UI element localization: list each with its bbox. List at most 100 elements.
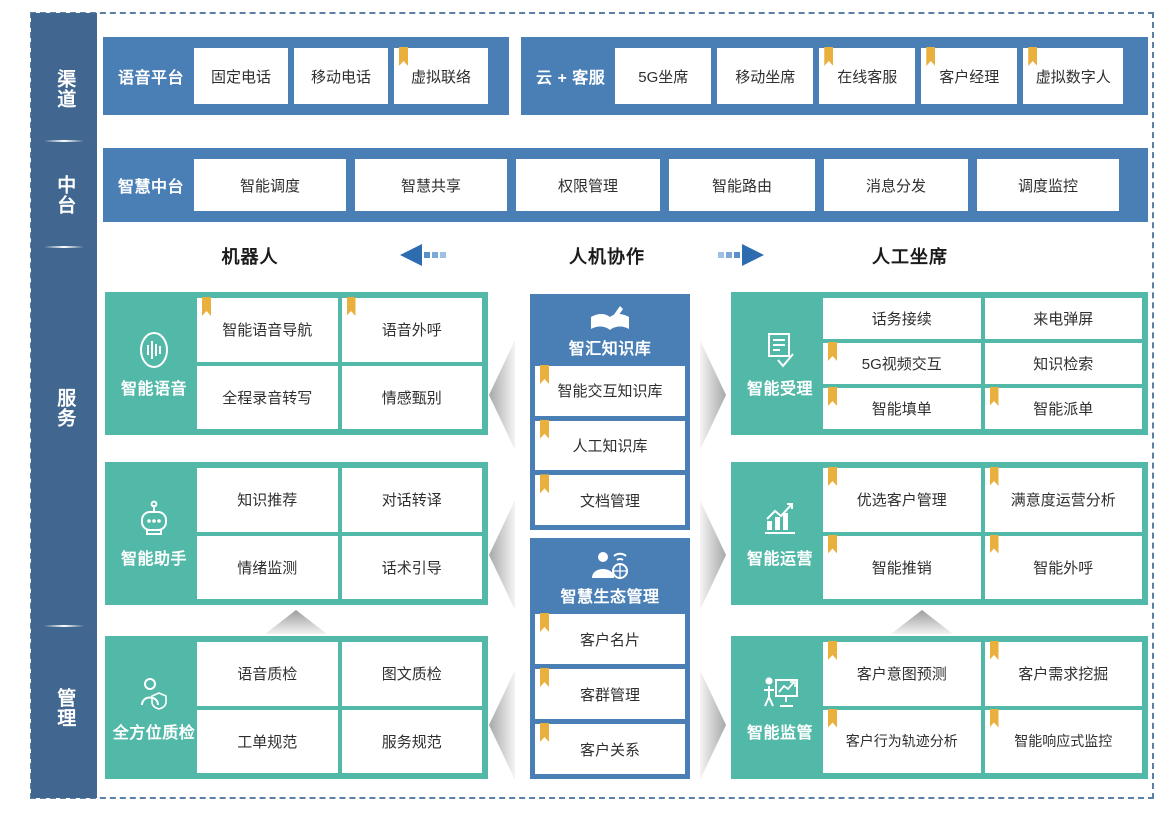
channel-group-title-voice: 语音平台 <box>118 70 185 87</box>
card-smart-voice-label: 智能语音 <box>120 380 187 398</box>
chip-label: 移动电话 <box>311 68 372 86</box>
chip-label: 图文质检 <box>381 666 442 684</box>
item-script-guidance[interactable]: 话术引导 <box>341 535 482 599</box>
item-knowledge-recommendation[interactable]: 知识推荐 <box>197 468 338 532</box>
item-voice-outbound[interactable]: 语音外呼 <box>341 298 482 362</box>
card-full-quality-label: 全方位质检 <box>112 724 196 742</box>
stack-knowledge-base-items: 智能交互知识库 人工知识库 文档管理 <box>535 366 685 526</box>
item-customer-intent-prediction[interactable]: 客户意图预测 <box>823 642 981 706</box>
channel-chip-mobile-seat[interactable]: 移动坐席 <box>717 48 814 104</box>
right-column-up-arrow-icon <box>891 610 953 634</box>
card-smart-assistant-items: 知识推荐 对话转译 情绪监测 话术引导 <box>197 468 482 599</box>
item-text-image-quality-check[interactable]: 图文质检 <box>341 642 482 706</box>
item-smart-marketing[interactable]: 智能推销 <box>823 535 981 599</box>
item-smart-responsive-monitoring[interactable]: 智能响应式监控 <box>984 709 1142 773</box>
chip-label: 智能语音导航 <box>222 322 313 340</box>
item-smart-ticket-dispatch[interactable]: 智能派单 <box>984 388 1142 429</box>
item-smart-form-filling[interactable]: 智能填单 <box>823 388 981 429</box>
channel-chip-account-manager[interactable]: 客户经理 <box>921 48 1018 104</box>
chip-label: 情感甄别 <box>381 389 442 407</box>
chip-label: 客户关系 <box>579 741 640 759</box>
chip-label: 客户意图预测 <box>856 666 947 684</box>
left-column-up-arrow-icon <box>265 610 327 634</box>
item-customer-demand-mining[interactable]: 客户需求挖掘 <box>984 642 1142 706</box>
chip-label: 调度监控 <box>1018 177 1079 195</box>
card-smart-supervision: 智能监管 客户意图预测 客户需求挖掘 客户行为轨迹分析 智能响应式监控 <box>731 636 1148 779</box>
item-manual-knowledge-base[interactable]: 人工知识库 <box>535 420 685 471</box>
item-customer-behavior-trace-analysis[interactable]: 客户行为轨迹分析 <box>823 709 981 773</box>
chip-label: 智能调度 <box>240 177 301 195</box>
rail-divider-2 <box>44 246 84 248</box>
channel-chip-mobile-phone[interactable]: 移动电话 <box>294 48 389 104</box>
item-knowledge-search[interactable]: 知识检索 <box>984 343 1142 384</box>
left-arrow-icon <box>400 244 452 266</box>
chip-label: 人工知识库 <box>572 438 648 455</box>
platform-chip-permission-mgmt[interactable]: 权限管理 <box>516 159 661 211</box>
chip-label: 智能响应式监控 <box>1014 733 1113 750</box>
item-service-standard[interactable]: 服务规范 <box>341 709 482 773</box>
chevron-left-middle-icon <box>489 500 515 610</box>
item-customer-relationship[interactable]: 客户关系 <box>535 724 685 774</box>
document-check-icon <box>761 329 799 371</box>
item-emotion-detection[interactable]: 情感甄别 <box>341 365 482 429</box>
card-smart-operation: 智能运营 优选客户管理 满意度运营分析 智能推销 智能外呼 <box>731 462 1148 605</box>
item-smart-outbound-call[interactable]: 智能外呼 <box>984 535 1142 599</box>
chip-label: 话术引导 <box>381 559 442 577</box>
item-emotion-monitoring[interactable]: 情绪监测 <box>197 535 338 599</box>
chip-label: 智能路由 <box>712 177 773 195</box>
card-smart-acceptance: 智能受理 话务接续 来电弹屏 5G视频交互 知识检索 智能填单 智能派单 <box>731 292 1148 435</box>
chip-label: 知识检索 <box>1033 356 1094 373</box>
channel-chip-online-service[interactable]: 在线客服 <box>819 48 916 104</box>
item-customer-card[interactable]: 客户名片 <box>535 614 685 664</box>
platform-chip-smart-share[interactable]: 智慧共享 <box>355 159 508 211</box>
card-full-quality-inspection: 全方位质检 语音质检 图文质检 工单规范 服务规范 <box>105 636 488 779</box>
item-voice-quality-check[interactable]: 语音质检 <box>197 642 338 706</box>
chip-label: 满意度运营分析 <box>1010 492 1116 510</box>
item-ticket-standard[interactable]: 工单规范 <box>197 709 338 773</box>
chip-label: 话务接续 <box>871 311 932 328</box>
platform-chip-smart-routing[interactable]: 智能路由 <box>669 159 816 211</box>
rail-label-channel: 渠道 <box>54 69 76 109</box>
person-network-icon <box>586 548 634 582</box>
chip-label: 权限管理 <box>558 177 619 195</box>
chip-label: 全程录音转写 <box>222 389 313 407</box>
chip-label: 客户行为轨迹分析 <box>845 733 958 750</box>
channel-chip-virtual-human[interactable]: 虚拟数字人 <box>1023 48 1124 104</box>
chip-label: 客户经理 <box>939 68 1000 86</box>
card-smart-supervision-label: 智能监管 <box>746 724 813 742</box>
card-smart-assistant-label: 智能助手 <box>120 550 187 568</box>
platform-chip-message-dispatch[interactable]: 消息分发 <box>824 159 969 211</box>
item-call-connection[interactable]: 话务接续 <box>823 298 981 339</box>
chip-label: 固定电话 <box>211 68 272 86</box>
presenter-board-icon <box>759 673 801 715</box>
platform-row-title: 智慧中台 <box>118 179 185 196</box>
chip-label: 语音质检 <box>237 666 298 684</box>
chip-label: 语音外呼 <box>381 322 442 340</box>
item-smart-voice-navigation[interactable]: 智能语音导航 <box>197 298 338 362</box>
item-customer-group-management[interactable]: 客群管理 <box>535 669 685 719</box>
column-header-human-agent-label: 人工坐席 <box>872 247 948 267</box>
item-satisfaction-operation-analysis[interactable]: 满意度运营分析 <box>984 468 1142 532</box>
card-smart-supervision-items: 客户意图预测 客户需求挖掘 客户行为轨迹分析 智能响应式监控 <box>823 642 1142 773</box>
channel-chip-5g-seat[interactable]: 5G坐席 <box>615 48 712 104</box>
chip-label: 智慧共享 <box>401 177 462 195</box>
item-5g-video-interaction[interactable]: 5G视频交互 <box>823 343 981 384</box>
platform-chip-dispatch-monitor[interactable]: 调度监控 <box>977 159 1120 211</box>
platform-chip-smart-dispatch[interactable]: 智能调度 <box>194 159 347 211</box>
chevron-right-lower-icon <box>700 670 726 780</box>
book-pen-icon <box>587 304 633 334</box>
channel-chip-fixed-phone[interactable]: 固定电话 <box>194 48 289 104</box>
card-smart-acceptance-label: 智能受理 <box>746 380 813 398</box>
item-incoming-call-popup[interactable]: 来电弹屏 <box>984 298 1142 339</box>
item-dialog-translation[interactable]: 对话转译 <box>341 468 482 532</box>
channel-chip-virtual-contact[interactable]: 虚拟联络 <box>394 48 489 104</box>
item-full-recording-transcription[interactable]: 全程录音转写 <box>197 365 338 429</box>
chip-label: 智能派单 <box>1033 401 1094 418</box>
item-interactive-knowledge-base[interactable]: 智能交互知识库 <box>535 366 685 416</box>
item-preferred-customer-management[interactable]: 优选客户管理 <box>823 468 981 532</box>
chip-label: 服务规范 <box>381 733 442 751</box>
rail-divider-1 <box>44 140 84 142</box>
item-document-management[interactable]: 文档管理 <box>535 475 685 526</box>
chip-label: 5G坐席 <box>638 68 689 86</box>
